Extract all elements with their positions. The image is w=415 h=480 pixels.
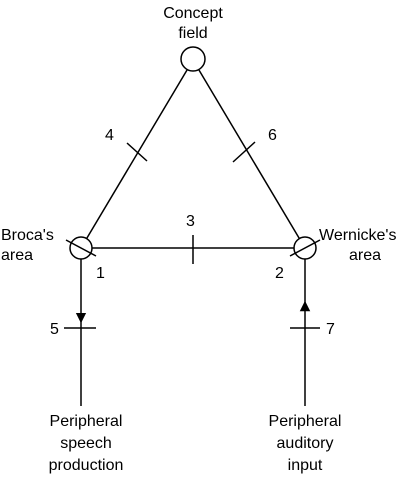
- link-number-6: 6: [268, 127, 277, 144]
- concept-field-label-line1: Concept: [163, 5, 223, 22]
- edge-broca-concept: [80, 59, 194, 249]
- concept-field-label-line2: field: [178, 25, 207, 42]
- lesion-tick-4: [126, 142, 148, 162]
- broca-area-label-line2: area: [1, 247, 33, 264]
- wernicke-area-number: 2: [275, 265, 284, 282]
- link-number-4: 4: [105, 127, 114, 144]
- auditory-terminal-line3: input: [288, 457, 323, 474]
- link-number-7: 7: [326, 321, 335, 338]
- lesion-tick-6: [232, 141, 256, 163]
- auditory-terminal-line1: Peripheral: [269, 413, 342, 430]
- speech-terminal-line3: production: [49, 457, 124, 474]
- edge-concept-wernicke: [192, 59, 306, 249]
- broca-area-number: 1: [96, 265, 105, 282]
- wernicke-node-slash: [289, 239, 321, 257]
- wernicke-area-label-line2: area: [349, 247, 381, 264]
- wernicke-area-label-line1: Wernicke's: [319, 227, 396, 244]
- speech-terminal-line2: speech: [60, 435, 112, 452]
- auditory-terminal-line2: auditory: [277, 435, 334, 452]
- link-number-3: 3: [186, 213, 195, 230]
- speech-terminal-line1: Peripheral: [50, 413, 123, 430]
- link-number-5: 5: [50, 321, 59, 338]
- broca-area-label-line1: Broca's: [1, 227, 54, 244]
- broca-node-slash: [65, 239, 97, 257]
- concept-field-node: [180, 46, 206, 72]
